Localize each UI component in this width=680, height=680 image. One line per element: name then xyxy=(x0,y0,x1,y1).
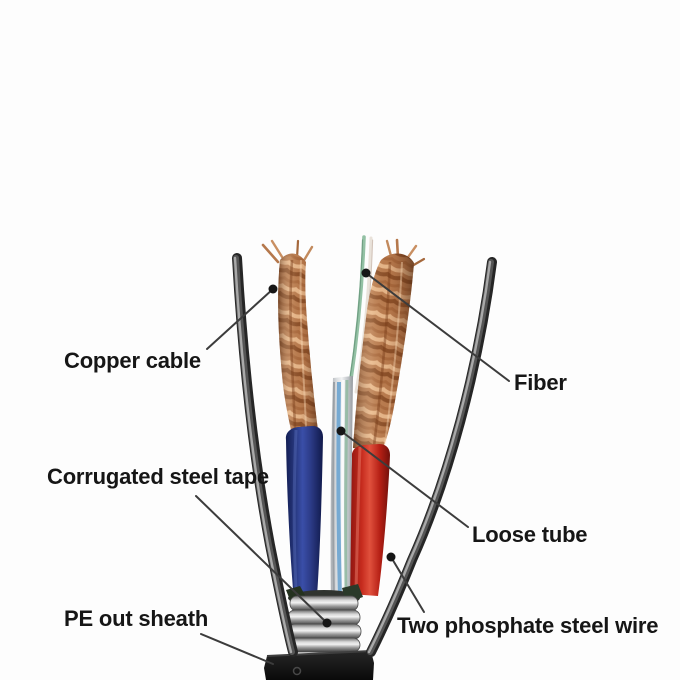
loose-tube-annotation-line xyxy=(340,430,469,528)
label-copper-cable: Copper cable xyxy=(64,348,201,373)
copper-cable-annotation-dot xyxy=(268,284,278,294)
label-two-phosphate-steel-wire: Two phosphate steel wire xyxy=(397,613,659,638)
blue-insulated-wire xyxy=(285,426,323,612)
copper-cable-annotation-line xyxy=(206,288,274,350)
pe-out-sheath-annotation-line xyxy=(200,633,274,665)
label-loose-tube: Loose tube xyxy=(472,522,588,547)
annotation-loose-tube xyxy=(336,426,469,528)
two-phosphate-steel-wire-annotation-line xyxy=(390,556,425,613)
annotations xyxy=(195,268,510,665)
corrugated-steel-tape-annotation-line xyxy=(195,495,328,624)
pe-sheath-part xyxy=(264,650,374,680)
corrugated-steel-tape-annotation-dot xyxy=(322,618,332,628)
fiber-annotation-dot xyxy=(361,268,371,278)
fiber-annotation-line xyxy=(365,272,510,382)
loose-tube-part xyxy=(330,376,353,606)
annotation-fiber xyxy=(361,268,510,382)
right-steel-wire xyxy=(366,257,497,657)
label-pe-out-sheath: PE out sheath xyxy=(64,606,209,631)
loose-tube-annotation-dot xyxy=(336,426,346,436)
red-insulated-wire xyxy=(349,444,390,596)
copper-bundle-right xyxy=(353,238,426,450)
annotation-copper-cable xyxy=(206,284,278,350)
annotation-two-phosphate-steel-wire xyxy=(386,552,425,613)
copper-bundle-left xyxy=(261,239,318,430)
label-corrugated-steel-tape: Corrugated steel tape xyxy=(47,464,269,489)
label-fiber: Fiber xyxy=(514,370,567,395)
two-phosphate-steel-wire-annotation-dot xyxy=(386,552,396,562)
left-steel-wire xyxy=(232,253,298,657)
annotation-corrugated-steel-tape xyxy=(195,495,332,628)
annotation-pe-out-sheath xyxy=(200,633,274,665)
